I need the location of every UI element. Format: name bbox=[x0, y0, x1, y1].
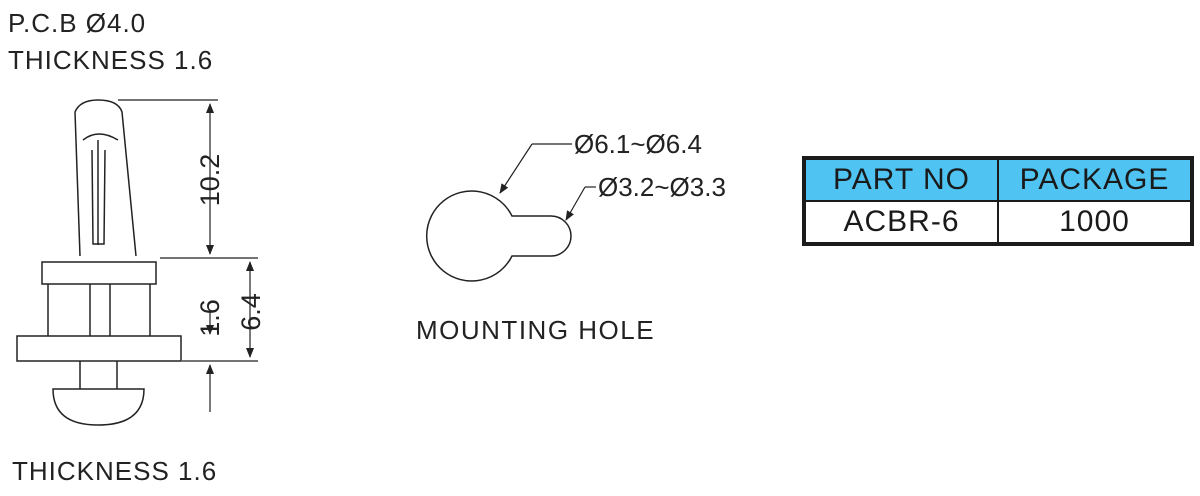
dim-height-top: 10.2 bbox=[195, 154, 225, 207]
spacer-part-outline bbox=[16, 99, 182, 426]
table-row: ACBR-6 1000 bbox=[803, 200, 1193, 245]
pcb-hole-note: P.C.B Ø4.0 bbox=[8, 8, 147, 38]
parts-table: PART NO PACKAGE ACBR-6 1000 bbox=[802, 156, 1194, 246]
dim-height-base: 6.4 bbox=[236, 293, 266, 331]
small-diameter-label: Ø3.2~Ø3.3 bbox=[598, 172, 726, 202]
mounting-hole-leaders bbox=[499, 143, 596, 221]
column-header-part-no: PART NO bbox=[803, 157, 999, 202]
pcb-thickness-note: THICKNESS 1.6 bbox=[8, 45, 214, 75]
part-no-cell: ACBR-6 bbox=[803, 200, 999, 245]
large-diameter-label: Ø6.1~Ø6.4 bbox=[574, 129, 702, 159]
column-header-package: PACKAGE bbox=[997, 157, 1193, 202]
dimension-lines bbox=[118, 99, 258, 412]
bottom-thickness-note: THICKNESS 1.6 bbox=[12, 456, 218, 486]
mounting-hole-outline bbox=[425, 190, 572, 282]
mounting-hole-title: MOUNTING HOLE bbox=[416, 315, 655, 345]
lower-flange bbox=[16, 335, 182, 362]
dome-base bbox=[52, 388, 145, 426]
table-header-row: PART NO PACKAGE bbox=[803, 157, 1193, 202]
upper-flange bbox=[41, 261, 157, 285]
dim-thickness: 1.6 bbox=[195, 299, 225, 337]
clip-head bbox=[74, 99, 137, 257]
package-cell: 1000 bbox=[997, 200, 1193, 245]
